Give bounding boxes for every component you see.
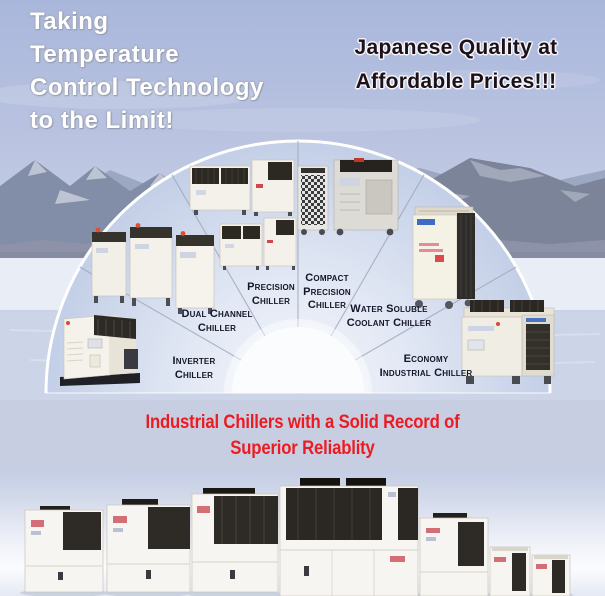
label-line: Dual Channel <box>181 308 253 320</box>
label-line: Chiller <box>174 368 214 381</box>
headline-line: Taking <box>30 8 109 35</box>
bottom-chiller-4 <box>279 478 419 596</box>
tagline-line: Superior Reliablity <box>230 438 375 459</box>
water-soluble-coolant-chiller-label: Water Soluble Coolant Chiller <box>347 303 432 330</box>
headline-line: Japanese Quality at <box>354 36 558 59</box>
label-line: Industrial Chiller <box>379 366 473 379</box>
bottom-strip <box>0 470 605 596</box>
headline-line: to the Limit! <box>30 107 174 134</box>
headline-line: Control Technology <box>30 74 264 101</box>
headline-line: Temperature <box>30 41 180 68</box>
label-line: Chiller <box>251 294 291 307</box>
economy-industrial-chiller-label: Economy Industrial Chiller <box>380 353 473 380</box>
label-line: Inverter <box>172 355 216 367</box>
inverter-chiller-label: Inverter Chiller <box>173 355 216 382</box>
label-line: Chiller <box>307 299 347 311</box>
label-line: Compact <box>305 272 349 284</box>
headline-left: Taking Temperature Control Technology to… <box>30 5 330 137</box>
bottom-chiller-2 <box>106 499 191 593</box>
water-soluble-coolant-chiller-photo <box>412 206 475 309</box>
inverter-chiller-photo <box>60 314 140 386</box>
compact-precision-chiller-label: Compact Precision Chiller <box>303 272 351 313</box>
tagline: Industrial Chillers with a Solid Record … <box>36 410 568 462</box>
label-line: Precision <box>303 285 351 298</box>
headline-right: Japanese Quality at Affordable Prices!!! <box>312 31 600 99</box>
precision-chiller-photo-large <box>189 159 295 216</box>
clouds <box>0 70 600 132</box>
label-line: Coolant Chiller <box>346 316 432 329</box>
bottom-chillers-photo <box>20 478 573 596</box>
tagline-line: Industrial Chillers with a Solid Record … <box>145 412 460 433</box>
fan-hub <box>232 327 364 393</box>
bottom-chiller-6 <box>489 546 531 596</box>
bottom-chiller-7 <box>531 554 571 596</box>
dual-channel-chiller-label: Dual Channel Chiller <box>181 308 252 335</box>
bottom-chiller-5 <box>419 513 489 596</box>
product-fan <box>44 139 552 394</box>
bottom-chiller-3 <box>191 488 279 593</box>
dual-channel-chiller-photo <box>91 223 215 314</box>
label-line: Economy <box>403 353 449 365</box>
compact-precision-chiller-photo <box>297 158 399 236</box>
precision-chiller-label: Precision Chiller <box>247 281 295 308</box>
label-line: Precision <box>247 281 295 293</box>
headline-line: Affordable Prices!!! <box>355 70 557 93</box>
label-line: Chiller <box>197 321 237 334</box>
label-line: Water Soluble <box>350 303 428 315</box>
bottom-chiller-1 <box>24 506 104 593</box>
economy-industrial-chiller-photo <box>461 300 555 384</box>
precision-chiller-photo-small <box>219 217 297 270</box>
